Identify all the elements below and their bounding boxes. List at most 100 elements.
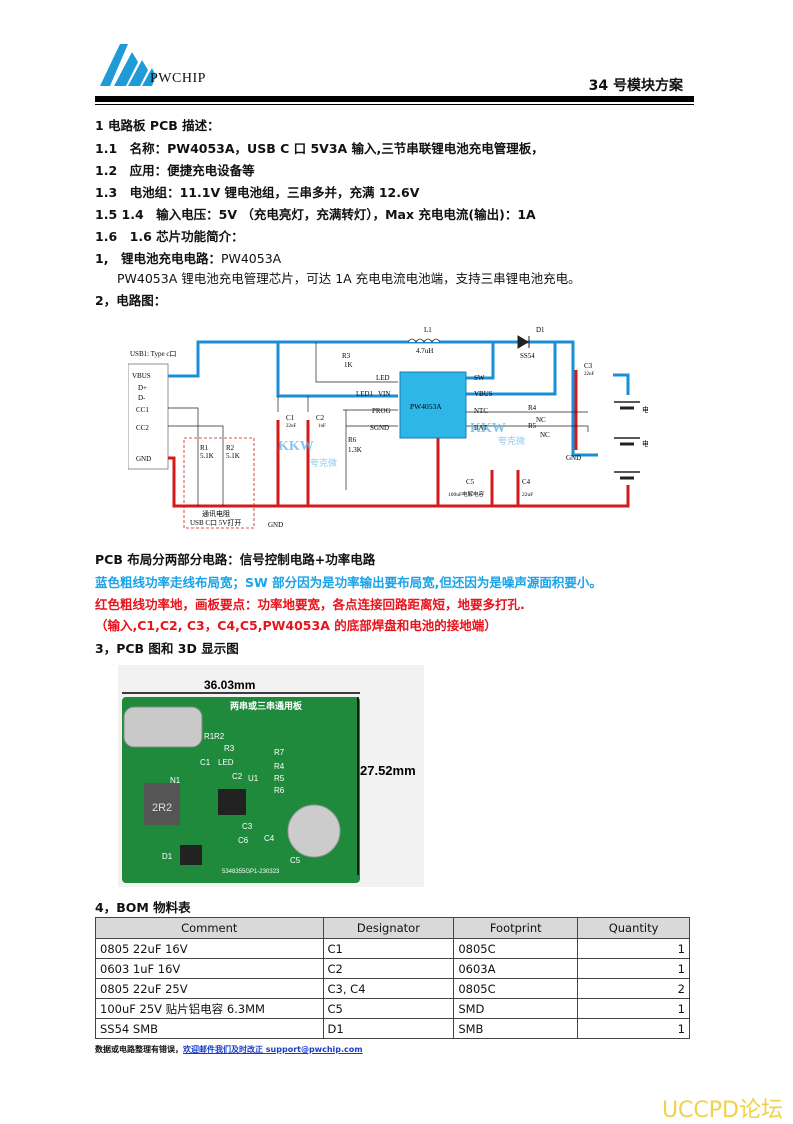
bom-cell: C3, C4	[322, 978, 455, 999]
usb-pin-cc2: CC2	[136, 424, 149, 432]
l1-value: 4.7uH	[416, 347, 433, 355]
kkw-watermark-2: KKW	[470, 421, 506, 436]
header-divider-thin	[95, 104, 694, 105]
section-2-heading: 2，电路图：	[95, 293, 167, 308]
bom-cell: 0805C	[453, 978, 579, 999]
forum-watermark: UCCPD论坛	[661, 1098, 783, 1123]
support-email-link[interactable]: 欢迎邮件我们及时改正 support@pwchip.com	[183, 1045, 363, 1054]
bom-cell: D1	[322, 1018, 455, 1039]
r4-label: R4	[528, 404, 537, 412]
pcb-label-r3: R3	[224, 744, 235, 753]
bom-col-comment: Comment	[95, 917, 324, 939]
usb-pin-gnd: GND	[136, 455, 151, 463]
bom-header-row: Comment Designator Footprint Quantity	[95, 917, 690, 939]
bom-cell: 1	[577, 958, 690, 979]
footer-note: 数据或电路整理有错误，欢迎邮件我们及时改正 support@pwchip.com	[95, 1045, 363, 1054]
spec-name: 1.1 名称：PW4053A，USB C 口 5V3A 输入,三节串联锂电池充电…	[95, 141, 544, 156]
r3-label: R3	[342, 352, 351, 360]
usb-pin-dm: D-	[138, 394, 146, 402]
r5-label: R5	[528, 422, 537, 430]
c4-value: 22uF	[522, 492, 533, 498]
r1-label: R1	[200, 444, 209, 452]
c1-label: C1	[286, 414, 295, 422]
pcb-inductor-label: 2R2	[152, 802, 172, 814]
pcb-label-r2: R2	[214, 732, 225, 741]
usb-pin-cc1: CC1	[136, 406, 149, 414]
pcb-label-r5: R5	[274, 774, 285, 783]
kkw-watermark-2-cn: 夸克微	[498, 435, 525, 446]
pcb-3d-view: 36.03mm 27.52mm 两串或三串通用板 2R2 5348355GP1-…	[118, 665, 424, 887]
table-row: 0805 22uF 25V C3, C4 0805C 2	[95, 978, 690, 999]
bom-cell: 2	[577, 978, 690, 999]
usb-label: USB1: Type c口	[130, 350, 176, 358]
pcb-label-c5: C5	[290, 856, 301, 865]
pcb-label-r1: R1	[204, 732, 215, 741]
bom-cell: 1	[577, 938, 690, 959]
chip-pin-led: LED	[376, 374, 390, 382]
d1-label: D1	[536, 326, 545, 334]
section-4-heading: 4，BOM 物料表	[95, 900, 191, 915]
pcb-label-r6: R6	[274, 786, 285, 795]
spec-application: 1.2 应用：便捷充电设备等	[95, 163, 255, 178]
bom-cell: 1	[577, 998, 690, 1019]
c5-label: C5	[466, 478, 475, 486]
r3-value: 1K	[344, 361, 353, 369]
pcb-width-dimension: 36.03mm	[204, 678, 255, 692]
battery-label-2: 电池	[642, 439, 648, 448]
spec-battery: 1.3 电池组：11.1V 锂电池组，三串多并，充满 12.6V	[95, 185, 420, 200]
blue-trace-note: 蓝色粗线功率走线布局宽；SW 部分因为是功率输出要布局宽,但还因为是噪声源面积要…	[95, 575, 602, 590]
c2-value: 1uF	[318, 424, 326, 429]
usb-pin-dp: D+	[138, 384, 147, 392]
note-usb-open: USB C口 5V打开	[190, 518, 241, 527]
pcb-label-r7: R7	[274, 748, 285, 757]
pwchip-logo-icon	[100, 44, 156, 86]
chip-item: 1, 锂电池充电电路：PW4053A	[95, 251, 282, 266]
d1-value: SS54	[520, 352, 535, 360]
section-1-heading: 1 电路板 PCB 描述：	[95, 118, 220, 133]
pcb-label-c3: C3	[242, 822, 253, 831]
pcb-label-r4: R4	[274, 762, 285, 771]
chip-pin-bat: BAT	[474, 424, 488, 432]
bom-col-quantity: Quantity	[577, 917, 690, 939]
table-row: SS54 SMB D1 SMB 1	[95, 1018, 690, 1039]
r1-value: 5.1K	[200, 452, 214, 460]
layout-title: PCB 布局分两部分电路：信号控制电路+功率电路	[95, 552, 376, 567]
chip-description: PW4053A 锂电池充电管理芯片，可达 1A 充电电流电池端，支持三串锂电池充…	[117, 271, 581, 286]
pcb-label-c6: C6	[238, 836, 249, 845]
pcb-label-c1: C1	[200, 758, 211, 767]
table-row: 0603 1uF 16V C2 0603A 1	[95, 958, 690, 979]
r6-value: 1.3K	[348, 446, 362, 454]
l1-label: L1	[424, 326, 432, 334]
pcb-board-title: 两串或三串通用板	[230, 700, 303, 711]
bom-cell: SMD	[453, 998, 579, 1019]
chip-pin-prog: PROG	[372, 407, 391, 415]
red-trace-note: 红色粗线功率地，画板要点：功率地要宽，各点连接回路距离短，地要多打孔.	[95, 597, 525, 612]
bom-col-footprint: Footprint	[453, 917, 579, 939]
bom-col-designator: Designator	[322, 917, 455, 939]
c1-value: 22uF	[286, 424, 297, 429]
section-3-heading: 3，PCB 图和 3D 显示图	[95, 641, 239, 656]
bom-cell: 1	[577, 1018, 690, 1039]
bom-cell: SS54 SMB	[95, 1018, 324, 1039]
chip-pin-sgnd: SGND	[370, 424, 389, 432]
bom-cell: 0603A	[453, 958, 579, 979]
chip-label: PW4053A	[410, 402, 442, 411]
kkw-watermark-1-cn: 夸克微	[310, 457, 337, 468]
pcb-label-c2: C2	[232, 772, 243, 781]
r6-label: R6	[348, 436, 357, 444]
pcb-label-c4: C4	[264, 834, 275, 843]
chip-pin-ntc: NTC	[474, 407, 488, 415]
pcb-label-led: LED	[218, 758, 234, 767]
usb-pin-vbus: VBUS	[132, 372, 151, 380]
red-trace-note-detail: （输入,C1,C2, C3，C4,C5,PW4053A 的底部焊盘和电池的接地端…	[95, 618, 497, 633]
r2-label: R2	[226, 444, 235, 452]
kkw-watermark-1: KKW	[278, 439, 314, 454]
table-row: 100uF 25V 贴片铝电容 6.3MM C5 SMD 1	[95, 998, 690, 1019]
c5-value: 100uF电解电容	[448, 490, 485, 498]
r2-value: 5.1K	[226, 452, 240, 460]
bom-cell: 0603 1uF 16V	[95, 958, 324, 979]
bom-cell: SMB	[453, 1018, 579, 1039]
battery-label-1: 电池	[642, 405, 648, 414]
spec-input: 1.5 1.4 输入电压：5V （充电亮灯，充满转灯），Max 充电电流(输出)…	[95, 207, 536, 222]
pcb-label-d1: D1	[162, 852, 173, 861]
